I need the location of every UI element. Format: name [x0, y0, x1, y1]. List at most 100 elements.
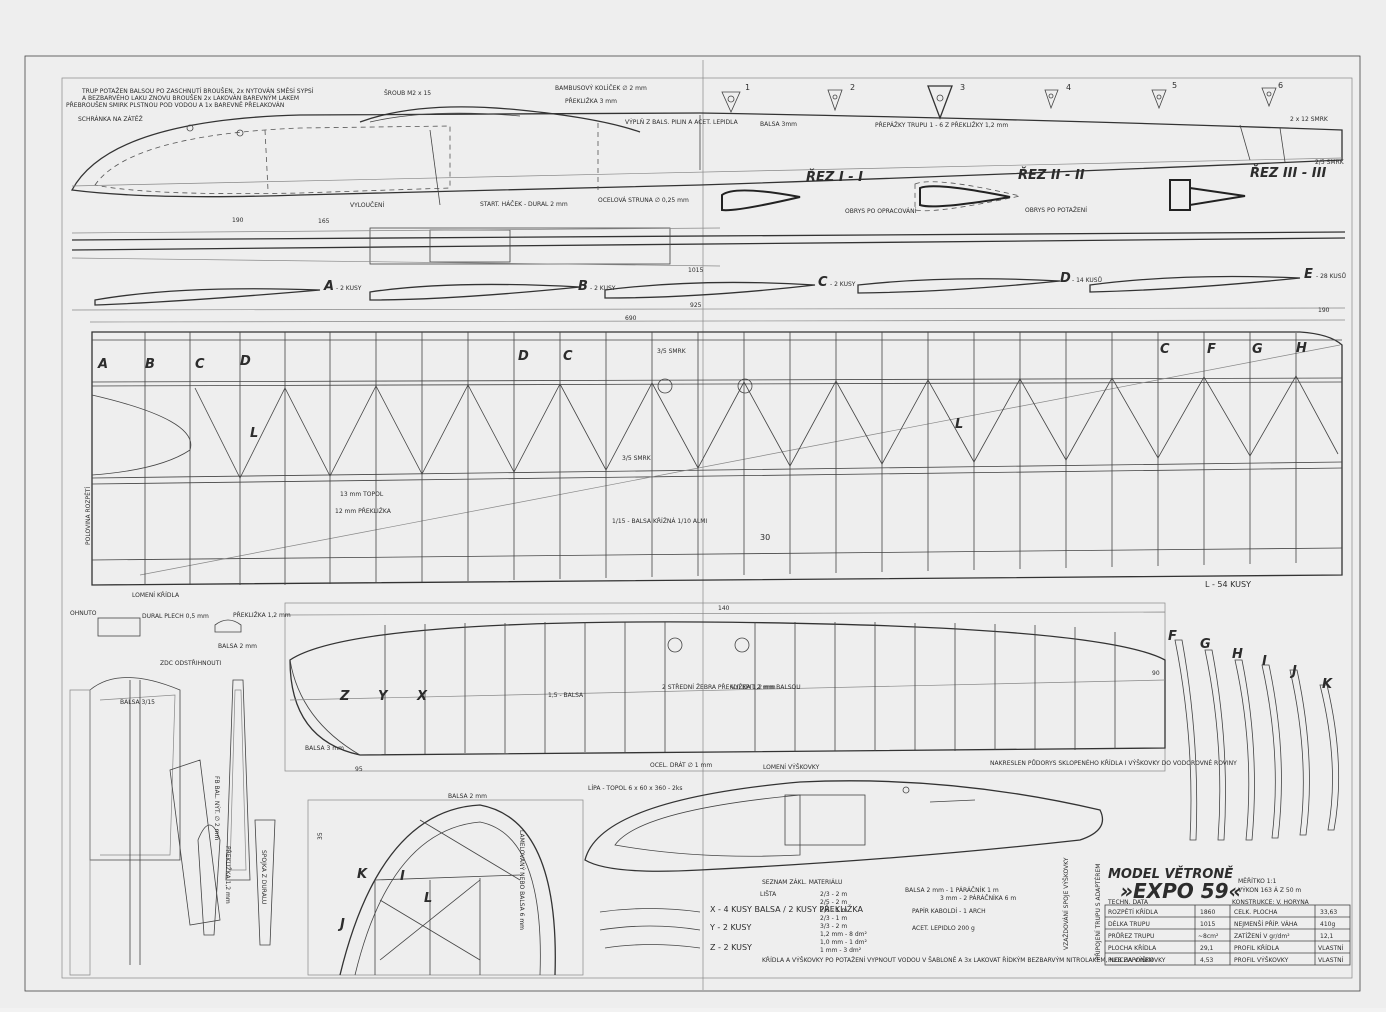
frame-label-4: 4: [1066, 83, 1071, 92]
wing-letter-b: B: [145, 357, 155, 372]
hook-label: START. HÁČEK - DURAL 2 mm: [480, 201, 568, 208]
spar-label: 3/5 SMRK: [657, 348, 687, 355]
rib-c-count: - 2 KUSY: [830, 281, 856, 288]
spec2-5-label: PROFIL VÝŠKOVKY: [1234, 957, 1289, 964]
wing-letter-h: H: [1296, 341, 1307, 356]
mat-row-2: 2/5 - 2 m: [820, 899, 847, 906]
spec2-5-value: VLASTNÍ: [1318, 957, 1344, 964]
spec2-4-label: PROFIL KŘÍDLA: [1234, 944, 1280, 952]
spec-4-value: 29,1: [1200, 945, 1214, 952]
fuselage-side-view: [70, 106, 1343, 206]
mat-row-8: 1 mm - 3 dm²: [820, 947, 862, 954]
stab-rib-j: J: [1289, 664, 1297, 679]
model-title: MODEL VĚTRONĚ: [1108, 866, 1233, 882]
spec-4-label: PLOCHA KŘÍDLA: [1108, 944, 1157, 952]
stab-rib-h: H: [1232, 647, 1243, 662]
wing-letter-d: D: [240, 354, 251, 369]
stab-ribs: [1174, 639, 1340, 841]
wing-letter-c2: C: [563, 349, 573, 364]
steel-label: OCELOVÁ STRUNA ∅ 0,25 mm: [598, 197, 689, 204]
frame-label-3: 3: [960, 83, 965, 92]
arch-letter-j: J: [337, 917, 345, 932]
mat-row-6: 1,2 mm - 8 dm²: [820, 931, 867, 938]
rib-a-count: - 2 KUSY: [336, 285, 362, 292]
smirk-label: 2 x 12 SMRK: [1290, 116, 1329, 123]
mat-row-4: 2/3 - 1 m: [820, 915, 847, 922]
balsa3-stab-label: BALSA 3 mm: [305, 745, 344, 752]
spec2-1-label: CELK. PLOCHA: [1234, 909, 1278, 916]
fuselage-top-view: [71, 227, 1346, 267]
dim-165-label: 165: [318, 218, 330, 225]
fill-label: VÝPLŇ Z BALS. PILIN A ACET. LEPIDLA: [625, 119, 739, 126]
dim-95-label: 95: [355, 766, 363, 773]
spojka-label: SPOJKA Z DURALU: [260, 850, 267, 904]
ocel-label: OCEL. DRÁT ∅ 1 mm: [650, 762, 712, 769]
wing-letter-g: G: [1252, 342, 1263, 357]
frame-label-1: 1: [745, 83, 750, 92]
dim-925-label: 925: [690, 302, 702, 309]
spec2-1-value: 33,63: [1320, 909, 1337, 916]
spec2-3-value: 12,1: [1320, 933, 1334, 940]
spec-2-value: 1015: [1200, 921, 1215, 928]
fuselage-frames: [721, 85, 1277, 120]
topol-label: 13 mm TOPOL: [340, 491, 384, 498]
vylepit-label: VYLEPIT 2 mm BALSOU: [731, 684, 801, 691]
balsa3-label: BALSA 3mm: [760, 121, 797, 128]
stab-letter-y: Y: [378, 689, 389, 704]
dim-1015-label: 1015: [688, 267, 703, 274]
frame-label-2: 2: [850, 83, 855, 92]
balsa15-label: 1,5 - BALSA: [548, 692, 584, 699]
prekl-fin-label: PŘEKLIŽKA 1,2 mm: [224, 846, 232, 904]
rib-d-count: - 14 KUSŮ: [1072, 277, 1102, 284]
balsa-note-label: 1/15 - BALSA KŘÍŽNÁ 1/10 ALMI: [612, 517, 707, 525]
lomeni-stab-label: LOMENÍ VÝŠKOVKY: [763, 764, 820, 771]
wing-letter-f: F: [1207, 342, 1216, 357]
section-spar-label: 2/5 SMRK: [1315, 159, 1345, 166]
mat-row-7: 1,0 mm - 1 dm²: [820, 939, 867, 946]
num-30-label: 30: [760, 533, 770, 542]
outline-covered-label: OBRYS PO POTAŽENÍ: [1025, 206, 1087, 214]
fuselage-note-1: TRUP POTAŽEN BALSOU PO ZASCHNUTÍ BROUŠEN…: [81, 87, 314, 95]
fb-label: FB BAL. NÝT. ∅ 2 mm: [213, 776, 220, 840]
dural-label: DURAL PLECH 0,5 mm: [142, 613, 209, 620]
rib-a-letter: A: [323, 279, 334, 294]
balsa2-stab-label: BALSA 2 mm: [218, 643, 257, 650]
spec2-2-label: NEJMENŠÍ PŘÍP. VÁHA: [1234, 920, 1298, 928]
outline-processed-label: OBRYS PO OPRACOVÁNÍ: [845, 208, 917, 215]
sheet-border: [24, 55, 1361, 992]
wing-ribs: [94, 275, 1301, 306]
spec-5-label: PLOCHA VÝŠKOVKY: [1108, 957, 1166, 964]
prilozene-label: PŘIPOJENÍ TRUPU S ADAPTÉREM: [1094, 864, 1102, 960]
inner-frame: [61, 77, 1353, 979]
spec2-3-label: ZATÍŽENÍ V gr/dm²: [1234, 932, 1290, 940]
dim-690-label: 690: [625, 315, 637, 322]
dim-35-label: 35: [317, 832, 324, 840]
preklizka-stab-label: PŘEKLIŽKA 1,2 mm: [233, 611, 291, 619]
stab-rib-i: I: [1262, 654, 1267, 669]
l-count-label: L - 54 KUSY: [1205, 580, 1251, 589]
rib-c-letter: C: [818, 275, 828, 290]
tech-data-label: TECHN. DATA: [1107, 899, 1149, 906]
preklizka-label: 12 mm PŘEKLIŽKA: [335, 507, 392, 515]
fuselage-note-2: A BEZBARVÉHO LAKU ZNOVU BROUŠEN 2x LAKOV…: [82, 94, 299, 102]
dim-90-label: 90: [1152, 670, 1160, 677]
balsa-mat-label: BALSA 2 mm - 1 PÁRÁČNÍK 1 m: [905, 887, 999, 894]
compartment-label: SCHRÁNKA NA ZÁTĚŽ: [78, 115, 143, 123]
lamelovany-label: LAMELOVANÝ NEBO BALSA 6 mm: [518, 830, 525, 930]
balsa2-arch-label: BALSA 2 mm: [448, 793, 487, 800]
zdc-label: ZDC ODSTŘIHNOUTI: [160, 659, 221, 667]
balsa315-label: BALSA 3/15: [120, 699, 155, 706]
scale-label: MĚŘÍTKO 1:1: [1238, 877, 1277, 885]
lipa-label: LÍPA - TOPOL 6 x 60 x 360 - 2ks: [588, 785, 682, 792]
fuselage-note-3: PŘEBROUŠEN SMIRK PLSTNOU POD VODOU A 1x …: [66, 101, 284, 109]
stred-label: 2 STŘEDNÍ ŽEBRA PŘEKLIŽKA 1,2 mm: [662, 683, 776, 691]
plywood-label: PŘEKLIŽKA 3 mm: [565, 97, 617, 105]
frame-label-6: 6: [1278, 81, 1283, 90]
dim-190-label: 190: [232, 217, 244, 224]
spec-2-label: DÉLKA TRUPU: [1108, 920, 1150, 928]
rib-d-letter: D: [1060, 271, 1071, 286]
mat-row-3: 2/6 - 1 m: [820, 907, 847, 914]
lista-label: LIŠTA: [760, 891, 777, 898]
